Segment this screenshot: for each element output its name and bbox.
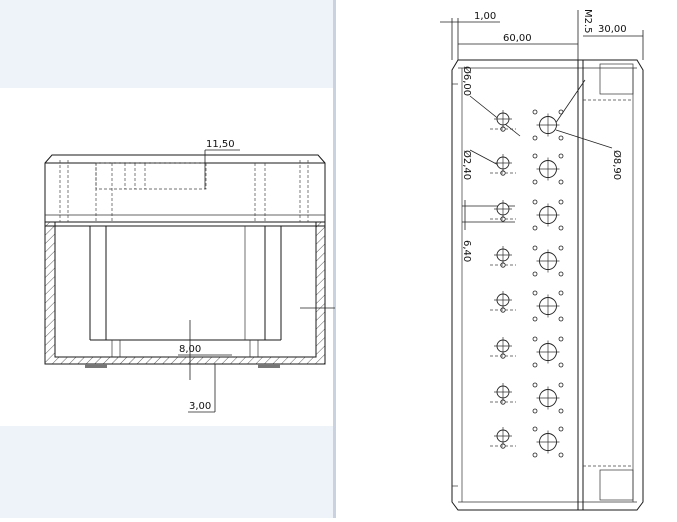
mounting-hole (558, 271, 564, 277)
enclosure-outline (451, 59, 644, 511)
mounting-hole (558, 408, 564, 414)
mounting-hole (532, 408, 538, 414)
mounting-hole (532, 271, 538, 277)
mounting-hole (558, 225, 564, 231)
mounting-hole (532, 426, 538, 432)
mounting-hole (532, 316, 538, 322)
dim-3-00-label: 3,00 (189, 401, 211, 412)
mounting-hole (558, 426, 564, 432)
dim-hole-89-label: Ø8,90 (611, 150, 623, 180)
dim-1-00-label: 1,00 (474, 11, 496, 22)
mounting-hole (558, 245, 564, 251)
mounting-hole (558, 316, 564, 322)
dim-30-00-label: 30,00 (598, 24, 627, 35)
mounting-hole (558, 336, 564, 342)
mounting-hole (532, 199, 538, 205)
dim-hole-24-label: Ø2,40 (461, 150, 473, 180)
foot-left (85, 364, 107, 368)
mounting-hole (532, 153, 538, 159)
mounting-hole (532, 452, 538, 458)
mounting-hole (532, 225, 538, 231)
hole-pattern-view: 1,00 60,00 30,00 M2.5 Ø6,00 Ø2,40 6,40 Ø… (440, 9, 644, 511)
base-hatched-wall (44, 221, 326, 365)
dim-8-00-label: 8,00 (179, 344, 201, 355)
dim-60-00-label: 60,00 (503, 33, 532, 44)
panel-divider (333, 0, 336, 518)
corner-detail-bottom (599, 469, 634, 501)
hole-grid (490, 109, 564, 458)
mounting-hole (558, 199, 564, 205)
mounting-hole (532, 245, 538, 251)
corner-detail-top (599, 63, 634, 95)
mounting-hole (558, 362, 564, 368)
mounting-hole (558, 153, 564, 159)
mounting-hole (558, 290, 564, 296)
dim-64-label: 6,40 (461, 240, 472, 262)
mounting-hole (532, 179, 538, 185)
front-section-view: 11,50 8,00 3,00 (44, 139, 335, 413)
mounting-hole (532, 362, 538, 368)
lid-hidden-boss (95, 162, 207, 190)
dim-hole-89-leader (555, 129, 613, 149)
mounting-hole (532, 109, 538, 115)
dim-hole-6-label: Ø6,00 (461, 66, 473, 96)
mounting-hole (558, 109, 564, 115)
mounting-hole (532, 336, 538, 342)
mounting-hole (532, 290, 538, 296)
mounting-hole (558, 382, 564, 388)
mounting-hole (558, 452, 564, 458)
dim-hole-6-leader (469, 95, 521, 137)
dim-hole-leader (554, 79, 586, 125)
mounting-hole (558, 135, 564, 141)
mounting-hole (532, 135, 538, 141)
mounting-hole (558, 179, 564, 185)
dim-11-50-label: 11,50 (206, 139, 235, 150)
left-drawing-area (0, 88, 335, 426)
foot-right (258, 364, 280, 368)
mounting-hole (532, 382, 538, 388)
dim-m25-label: M2.5 (582, 9, 593, 34)
